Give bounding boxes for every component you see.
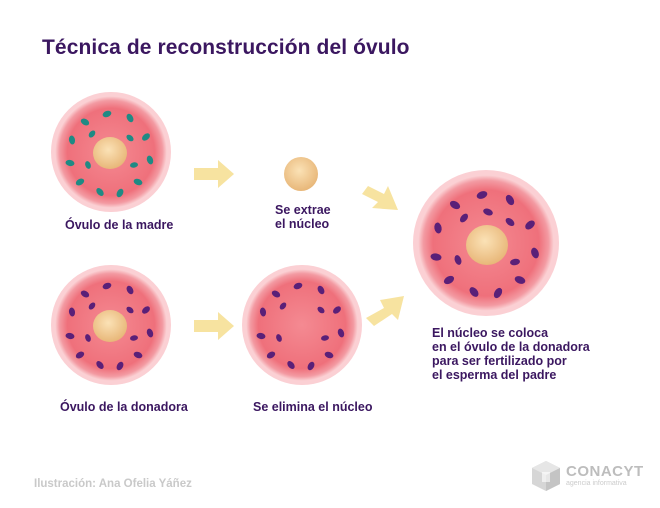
mother-mitochondria bbox=[65, 110, 154, 198]
arrow-2 bbox=[362, 186, 398, 210]
enucleated-egg-cell bbox=[242, 265, 362, 385]
page-title: Técnica de reconstrucción del óvulo bbox=[42, 36, 410, 59]
arrow-3 bbox=[194, 312, 234, 340]
donor-egg-label: Óvulo de la donadora bbox=[60, 400, 188, 414]
donor-egg-cell bbox=[51, 265, 171, 385]
conacyt-logo-subtitle: agencia informativa bbox=[566, 480, 627, 487]
result-label: El núcleo se coloca en el óvulo de la do… bbox=[432, 326, 590, 382]
mother-egg-cell bbox=[51, 92, 171, 212]
reconstructed-egg-cell bbox=[413, 170, 559, 316]
arrow-1 bbox=[194, 160, 234, 188]
reconstructed-nucleus bbox=[466, 225, 508, 265]
conacyt-cube-icon bbox=[532, 461, 560, 491]
conacyt-logo-text: CONACYT bbox=[566, 463, 644, 480]
illustration-credit: Ilustración: Ana Ofelia Yáñez bbox=[34, 478, 192, 490]
reconstructed-mitochondria bbox=[430, 191, 539, 299]
enucleated-mitochondria bbox=[256, 282, 345, 371]
extracted-nucleus bbox=[284, 157, 318, 191]
donor-nucleus bbox=[93, 310, 127, 342]
donor-mitochondria bbox=[65, 282, 154, 371]
mother-egg-label: Óvulo de la madre bbox=[65, 218, 174, 232]
nucleus-extracted-label: Se extrae el núcleo bbox=[275, 203, 331, 231]
arrow-4 bbox=[366, 296, 404, 326]
nucleus-removed-label: Se elimina el núcleo bbox=[253, 400, 373, 414]
mother-nucleus bbox=[93, 137, 127, 169]
